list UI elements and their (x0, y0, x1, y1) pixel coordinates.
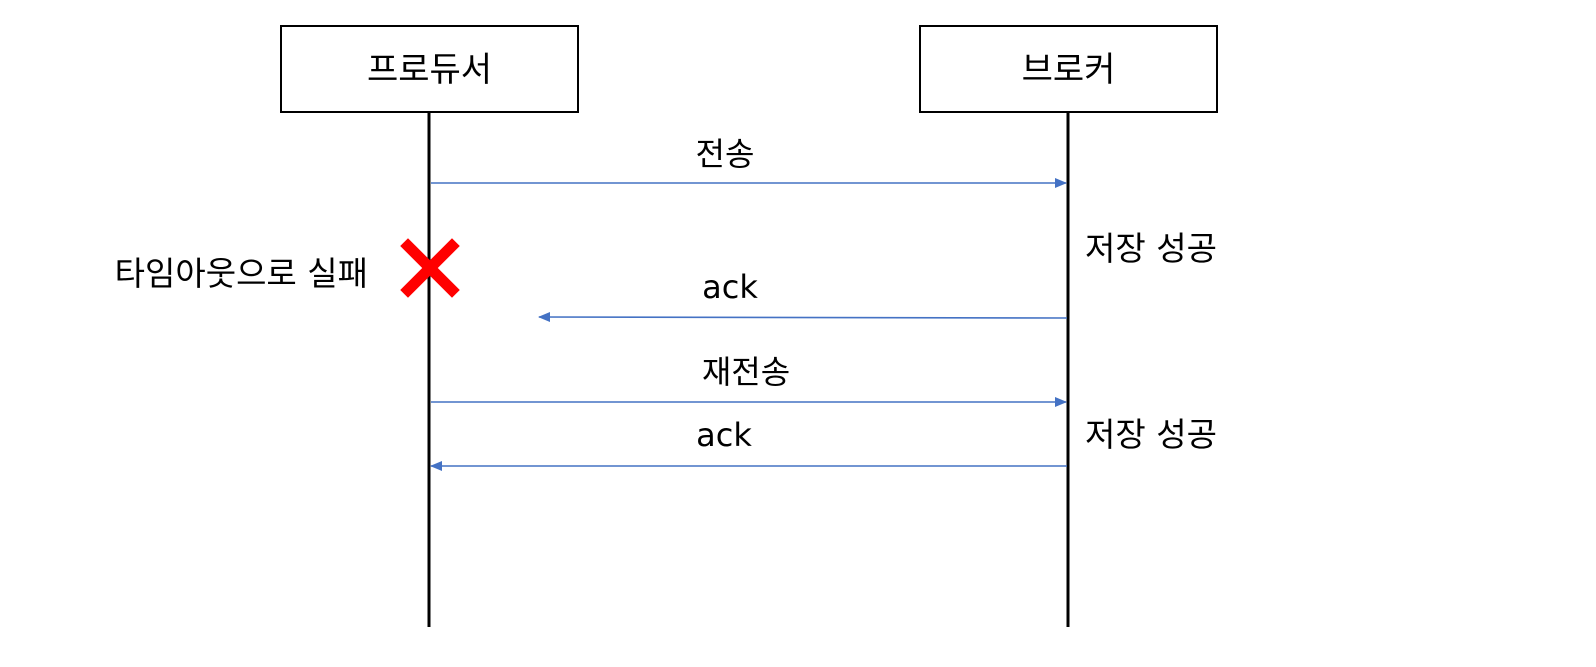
message-ack-lost-label: ack (702, 268, 758, 306)
note-stored-first: 저장 성공 (1085, 229, 1217, 268)
message-resend-label: 재전송 (702, 353, 790, 391)
participant-broker: 브로커 (919, 25, 1218, 113)
participant-producer-label: 프로듀서 (367, 50, 492, 90)
participant-broker-label: 브로커 (1022, 50, 1116, 90)
participant-producer-box (280, 25, 579, 113)
participant-producer: 프로듀서 (280, 25, 579, 113)
cross-icon (400, 238, 460, 298)
message-ack-lost-arrow (538, 312, 1068, 323)
note-timeout-failure: 타임아웃으로 실패 (115, 254, 368, 293)
message-send-label: 전송 (696, 135, 755, 173)
note-stored-second: 저장 성공 (1085, 415, 1217, 454)
participant-broker-box (919, 25, 1218, 113)
message-ack-label: ack (696, 416, 752, 454)
